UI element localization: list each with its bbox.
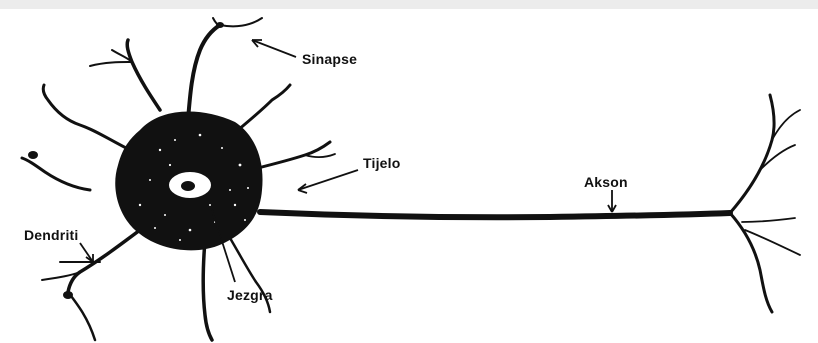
axon-terminal-lower-branch [742,218,800,255]
label-axon: Akson [584,174,628,190]
dendrite-top-left [127,40,160,110]
axon-terminal-lower [730,213,772,312]
label-synapse: Sinapse [302,51,357,67]
nucleolus [181,181,195,191]
dendrite-left [43,85,130,150]
label-dendrites: Dendriti [24,227,79,243]
synapse-left-knob [28,151,38,159]
dendrite-top-synapse [188,25,220,120]
dendrite-bottom-middle [203,240,212,340]
synapse-top-knob [216,22,224,28]
arrow-cell-body [298,170,358,190]
label-nucleus: Jezgra [227,287,273,303]
arrow-dendrites [80,243,93,262]
axon-terminal-upper [730,95,774,213]
dendrite-top-right [238,85,290,130]
dendrite-top-left-branch [90,50,132,66]
arrow-synapse [252,40,296,57]
axon-line [260,212,730,217]
axon-terminal-upper-branch [760,110,800,170]
label-cell-body: Tijelo [363,155,401,171]
synapse-lower-knob [63,291,73,299]
dendrite-right [250,142,330,170]
dendrite-left-synapse [22,158,90,190]
dendrite-bottom [68,292,95,340]
